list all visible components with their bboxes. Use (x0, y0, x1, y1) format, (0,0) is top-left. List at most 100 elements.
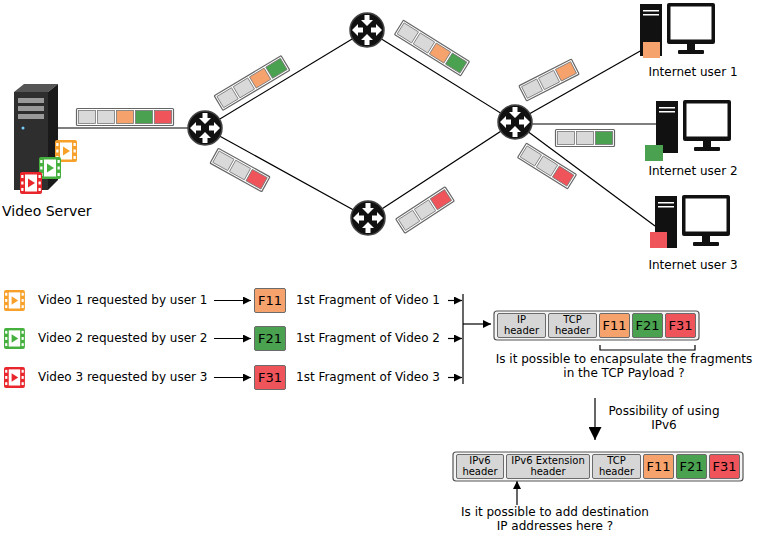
request-label: Video 1 requested by user 1 (38, 293, 207, 307)
question-note: Is it possible to encapsulate the fragme… (490, 352, 758, 381)
packet-trains (552, 166, 573, 186)
packet-trains (577, 132, 594, 145)
request-label: Video 2 requested by user 2 (38, 331, 207, 345)
packet-trains (522, 79, 543, 98)
packet-trains (214, 56, 290, 111)
flow-arrows (214, 377, 251, 378)
server-icon (18, 98, 44, 103)
fragment-box: F11 (599, 313, 630, 338)
fragment-box: F21 (254, 326, 286, 351)
packet-trains (538, 70, 559, 89)
box-text: IPv6 header (459, 456, 501, 477)
network-links (515, 123, 656, 124)
computers (640, 3, 731, 248)
fragment-label: 1st Fragment of Video 3 (296, 370, 440, 384)
network-links (58, 30, 656, 226)
packet-trains (250, 68, 271, 88)
computers (645, 145, 663, 161)
network-links (368, 122, 515, 218)
packet-trains (517, 143, 576, 189)
flow-arrows (463, 323, 491, 324)
packet-trains (214, 56, 290, 111)
user-label: Internet user 1 (648, 65, 737, 79)
packet-trains (519, 59, 579, 101)
ipv6-note: Possibility of using IPv6 (603, 404, 725, 433)
flow-arrows (462, 294, 463, 384)
packet-trains (98, 111, 115, 124)
packet-trains (555, 62, 576, 81)
server-icon (18, 106, 44, 111)
flow-arrows (214, 300, 251, 301)
packet-trains (558, 132, 575, 145)
packet-frame (453, 452, 743, 481)
video-icons (20, 172, 42, 194)
flow-arrows (594, 398, 595, 440)
packet-trains (396, 187, 455, 233)
video-icons (4, 367, 25, 388)
fragment-box: F21 (676, 454, 707, 479)
user-label: Internet user 2 (648, 164, 737, 178)
box-text: F21 (679, 459, 703, 475)
packet-trains (217, 88, 238, 108)
flow-arrows (448, 338, 462, 339)
packet-trains (233, 78, 254, 98)
packet-trains (155, 111, 172, 124)
box-text: IP header (500, 315, 543, 336)
box-text: F21 (635, 318, 659, 334)
packet-trains (394, 20, 469, 76)
routers (188, 13, 532, 235)
network-links (58, 127, 190, 128)
fragment-box: F21 (632, 313, 663, 338)
packet-trains (556, 130, 615, 147)
request-label: Video 3 requested by user 3 (38, 370, 207, 384)
packet-trains (396, 187, 455, 233)
fragment-box: F11 (254, 288, 286, 313)
packet-trains (210, 148, 270, 191)
routers (498, 105, 532, 139)
computers (650, 232, 667, 248)
box-text: F21 (258, 331, 282, 347)
packet-trains (446, 53, 467, 73)
flow-arrows (214, 294, 595, 505)
box-text: F31 (712, 459, 736, 475)
box-text: F11 (258, 293, 282, 309)
packet-trains (77, 109, 174, 126)
packet-trains (429, 43, 450, 63)
packet-trains (77, 20, 615, 233)
flow-arrows (214, 338, 251, 339)
box-text: F11 (602, 318, 626, 334)
box-text: F31 (258, 370, 282, 386)
box-text: IPv6 Extension header (509, 456, 587, 477)
network-links (515, 50, 642, 122)
packet-trains (246, 169, 267, 189)
network-links (205, 30, 367, 128)
header-box: IPv6 Extension header (506, 454, 590, 479)
routers (350, 13, 384, 47)
header-box: TCP header (592, 454, 641, 479)
packet-trains (556, 130, 615, 147)
packet-trains (520, 146, 541, 166)
packet-trains (596, 132, 613, 145)
fragment-box: F31 (665, 313, 696, 338)
fragment-box: F31 (254, 365, 286, 390)
packet-trains (517, 143, 576, 189)
packet-trains (117, 111, 134, 124)
network-links (515, 122, 655, 226)
packet-trains (394, 20, 469, 76)
fragment-label: 1st Fragment of Video 2 (296, 331, 440, 345)
packet-trains (77, 109, 174, 126)
video-icons (4, 328, 25, 349)
video-icons (4, 290, 25, 311)
header-box: TCP header (548, 313, 597, 338)
header-box: IP header (497, 313, 546, 338)
payload-bracket (600, 345, 695, 350)
packet-trains (397, 23, 418, 43)
box-text: TCP header (595, 456, 638, 477)
video-icons (39, 157, 61, 179)
packet-frame (494, 311, 699, 340)
computers (656, 100, 731, 153)
network-links (205, 128, 368, 218)
packet-trains (519, 59, 579, 101)
header-box: IPv6 header (456, 454, 504, 479)
